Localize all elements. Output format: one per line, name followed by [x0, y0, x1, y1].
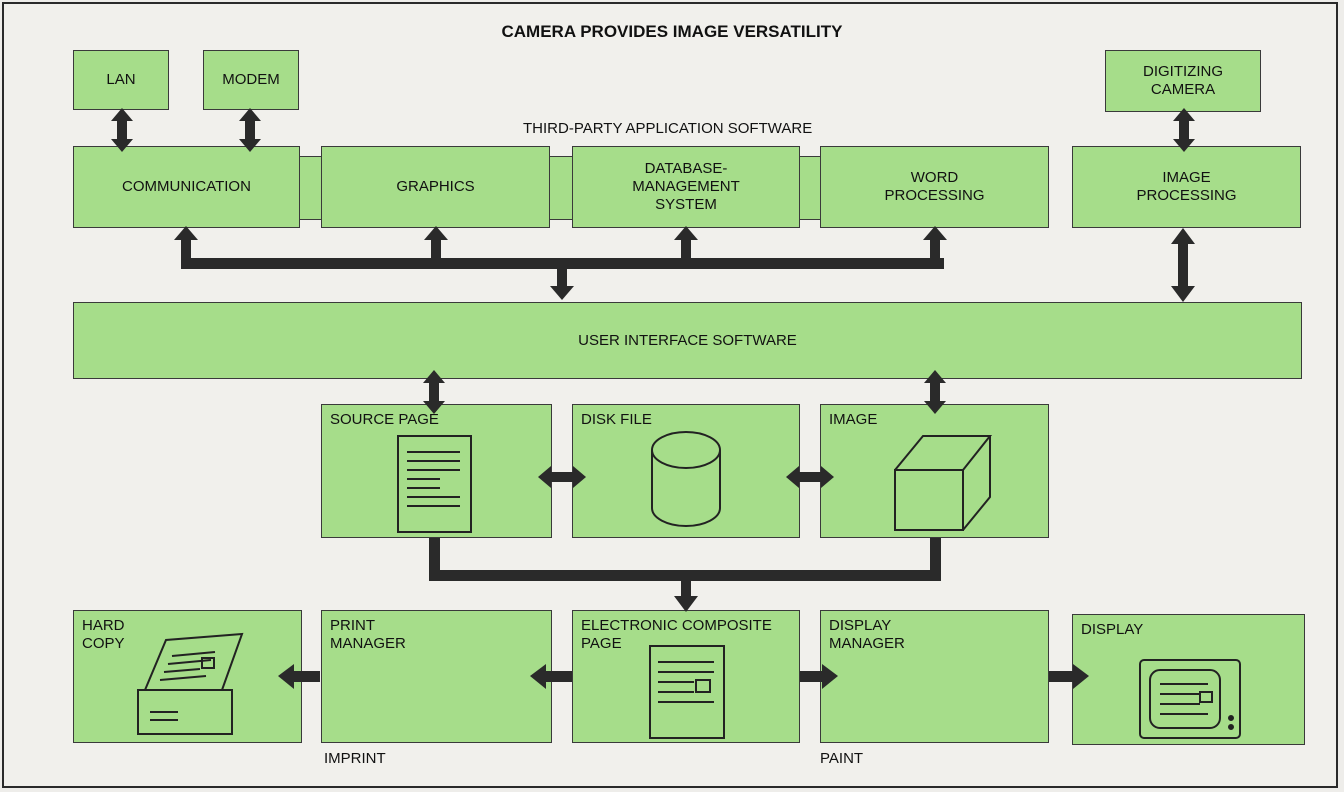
imprint-caption: IMPRINT	[324, 750, 386, 767]
composite-bus	[429, 538, 941, 612]
application-bus	[174, 226, 947, 300]
ui-source-arrow	[423, 370, 445, 414]
image-label: IMAGE	[829, 411, 878, 428]
paint-caption: PAINT	[820, 750, 864, 767]
display-manager-label: DISPLAY MANAGER	[829, 617, 905, 652]
composite-page-label: ELECTRONIC COMPOSITE PAGE	[581, 617, 772, 652]
output-flow-arrows	[278, 664, 1089, 689]
print-manager-box: PRINT MANAGER	[321, 610, 552, 743]
source-page-label: SOURCE PAGE	[330, 411, 439, 428]
display-label: DISPLAY	[1081, 621, 1144, 638]
document-icon	[397, 435, 472, 533]
monitor-icon	[1139, 659, 1241, 739]
ui-image-arrow	[924, 370, 946, 414]
lan-link-arrow	[111, 108, 133, 152]
communication-box: COMMUNICATION	[73, 146, 300, 228]
disk-file-box: DISK FILE	[572, 404, 800, 538]
word-processing-box: WORD PROCESSING	[820, 146, 1049, 228]
third-party-label: THIRD-PARTY APPLICATION SOFTWARE	[523, 120, 813, 137]
diagram-title: CAMERA PROVIDES IMAGE VERSATILITY	[501, 22, 843, 41]
display-manager-box: DISPLAY MANAGER	[820, 610, 1049, 743]
composite-page-icon	[649, 645, 725, 739]
user-interface-box: USER INTERFACE SOFTWARE	[73, 302, 1302, 379]
modem-link-arrow	[239, 108, 261, 152]
printer-icon	[137, 632, 244, 735]
disk-cylinder-icon	[651, 431, 721, 527]
image-cube-icon	[894, 435, 993, 531]
hard-copy-label: HARD COPY	[82, 617, 125, 652]
disk-image-arrow	[786, 466, 834, 488]
print-manager-label: PRINT MANAGER	[330, 617, 406, 652]
digitizing-camera-box: DIGITIZING CAMERA	[1105, 50, 1261, 112]
image-processing-box: IMAGE PROCESSING	[1072, 146, 1301, 228]
image-processing-link-arrow	[1171, 228, 1195, 302]
disk-file-label: DISK FILE	[581, 411, 652, 428]
source-disk-arrow	[538, 466, 586, 488]
graphics-box: GRAPHICS	[321, 146, 550, 228]
camera-link-arrow	[1173, 108, 1195, 152]
